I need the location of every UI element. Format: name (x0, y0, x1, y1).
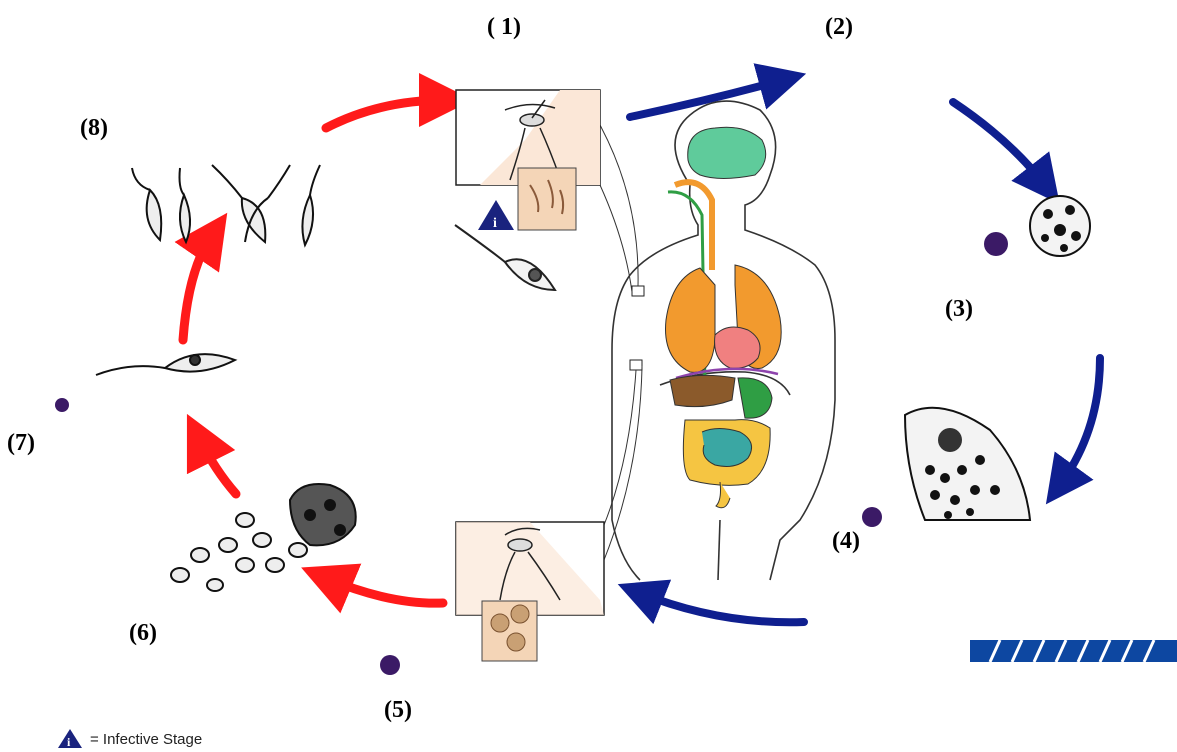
step-label-7: (7) (7, 430, 35, 457)
connector-lines (600, 125, 642, 560)
arrow-3-to-4 (1060, 358, 1100, 485)
rectum (716, 482, 730, 508)
skin-site-upper (632, 286, 644, 296)
infective-stage-icon: i (478, 200, 514, 231)
arrow-6-to-7 (199, 438, 236, 494)
left-lung (666, 268, 716, 372)
airway-orange (675, 182, 712, 270)
inset-amastigotes (482, 601, 537, 661)
brain (688, 127, 766, 178)
striped-fragment (970, 640, 1177, 662)
promastigotes-stage-8 (132, 165, 320, 245)
promastigote-stage-7 (55, 354, 235, 412)
legend-text: = Infective Stage (90, 731, 202, 748)
inset-promastigotes (518, 168, 576, 230)
stage-5-marker (380, 655, 400, 675)
arrow-7-to-8 (183, 235, 212, 340)
step-label-1: ( 1) (487, 14, 521, 41)
skin-site-lower (630, 360, 642, 370)
heart (715, 327, 760, 368)
arrow-8-to-1 (326, 100, 446, 128)
macrophage-cell-stage-2 (984, 196, 1090, 256)
organs (666, 127, 782, 508)
legend: i = Infective Stage (56, 728, 202, 750)
promastigote-near-stage-1 (455, 225, 555, 290)
arrow-5-to-6 (326, 578, 443, 603)
sandfly-box-bottom (456, 522, 604, 661)
step-label-2: (2) (825, 14, 853, 41)
stomach (738, 378, 772, 418)
arrow-2-to-3 (953, 102, 1045, 185)
arrow-4-to-5 (640, 593, 804, 622)
step-label-5: (5) (384, 697, 412, 724)
arrow-1-to-2 (630, 80, 783, 117)
liver (670, 375, 735, 406)
svg-text:i: i (493, 216, 497, 231)
step-label-4: (4) (832, 528, 860, 555)
infected-macrophage-stage-3 (862, 408, 1030, 527)
step-label-6: (6) (129, 620, 157, 647)
step-label-3: (3) (945, 296, 973, 323)
step-label-8: (8) (80, 115, 108, 142)
infective-stage-legend-icon: i (56, 728, 86, 750)
small-intestine (702, 429, 752, 467)
sandfly-box-top (456, 90, 600, 230)
